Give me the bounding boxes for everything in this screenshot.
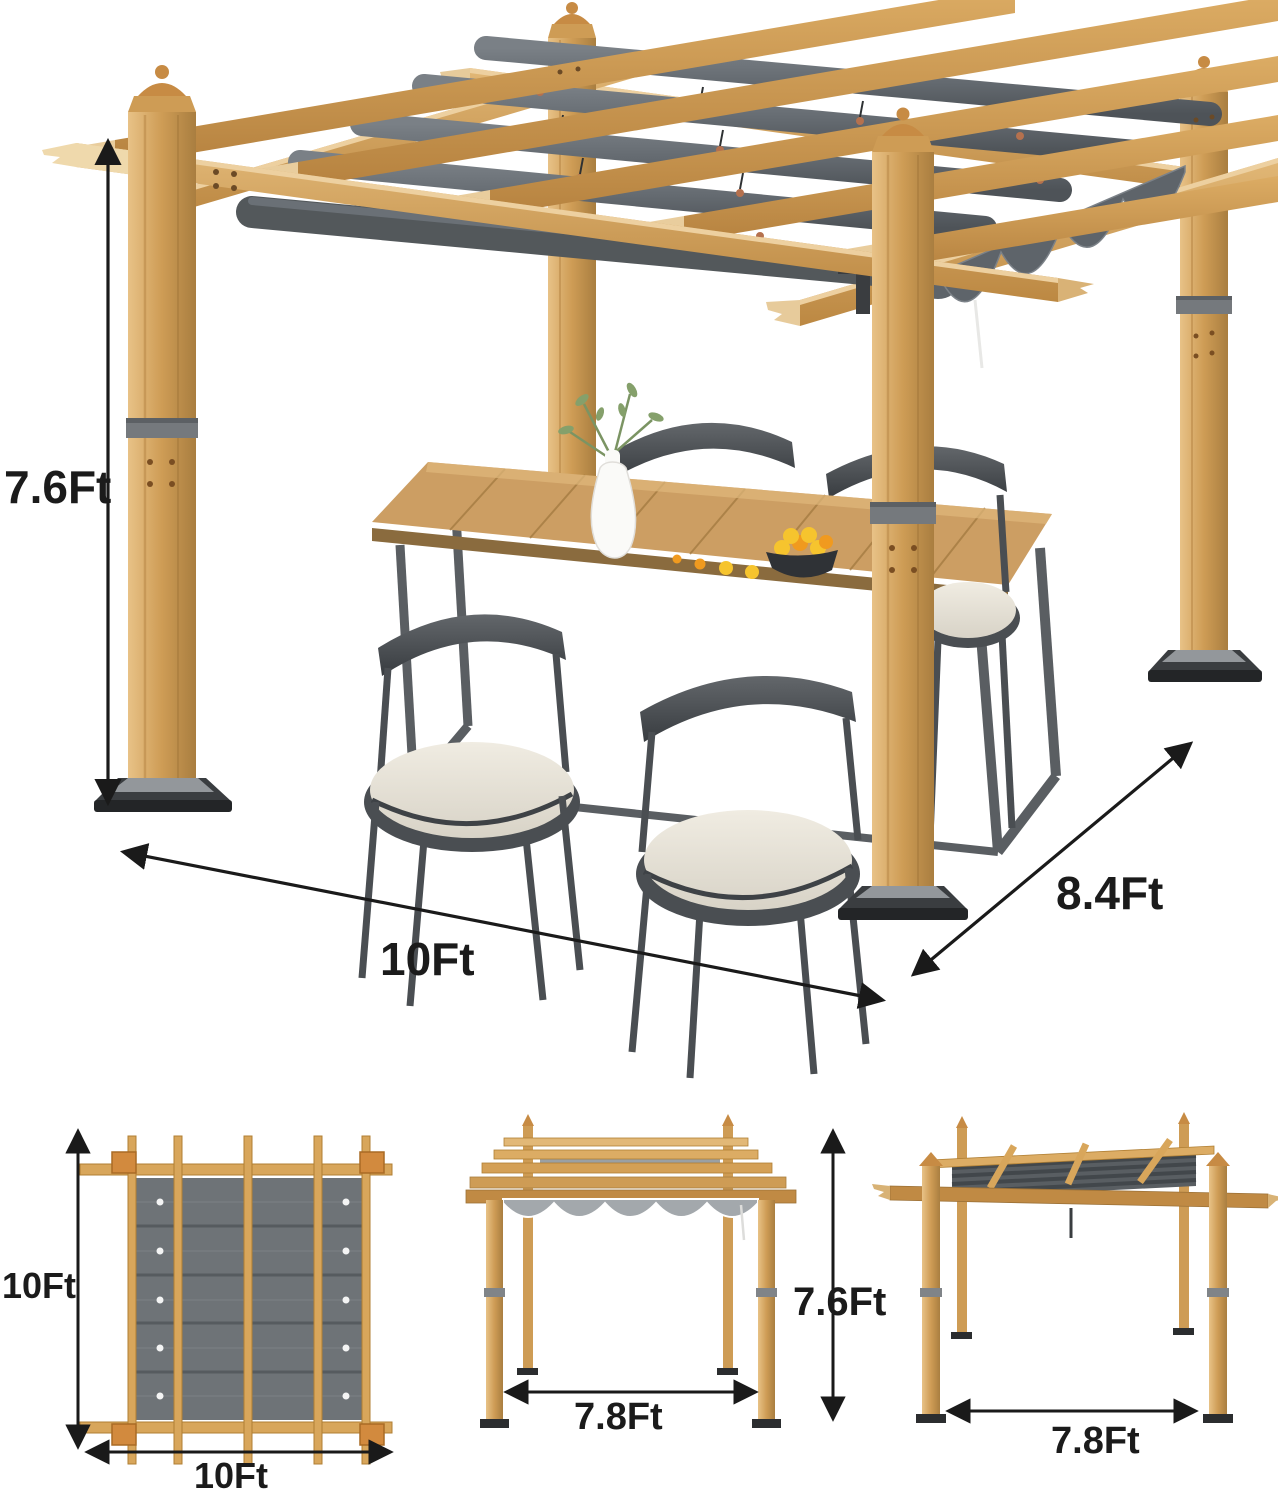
vase-with-plant	[558, 382, 664, 559]
dimension-arrow-depth	[910, 741, 1194, 977]
dining-chair-back	[608, 422, 795, 480]
dining-chair-right-back	[826, 446, 1007, 498]
rafters	[80, 0, 1278, 270]
main-pergola-view	[42, 0, 1278, 1079]
dining-chair-left	[358, 614, 584, 1007]
front-left-post	[94, 65, 232, 812]
main-depth-label: 8.4Ft	[1056, 867, 1164, 919]
dining-chair-front	[628, 676, 870, 1079]
top-view	[65, 1128, 394, 1465]
top-view-width-label: 10Ft	[194, 1455, 269, 1496]
top-view-height-label: 10Ft	[2, 1265, 77, 1306]
fruit-bowl	[672, 527, 838, 579]
back-left-post	[548, 2, 596, 483]
main-width-label: 10Ft	[380, 933, 475, 985]
side-view	[872, 1112, 1278, 1424]
side-view-width-label: 7.8Ft	[1051, 1420, 1140, 1462]
dimension-arrow-width	[119, 843, 887, 1009]
front-view	[465, 1114, 846, 1428]
front-view-width-label: 7.8Ft	[574, 1396, 663, 1438]
main-height-label: 7.6Ft	[4, 461, 112, 513]
front-view-height-label: 7.6Ft	[793, 1280, 887, 1324]
